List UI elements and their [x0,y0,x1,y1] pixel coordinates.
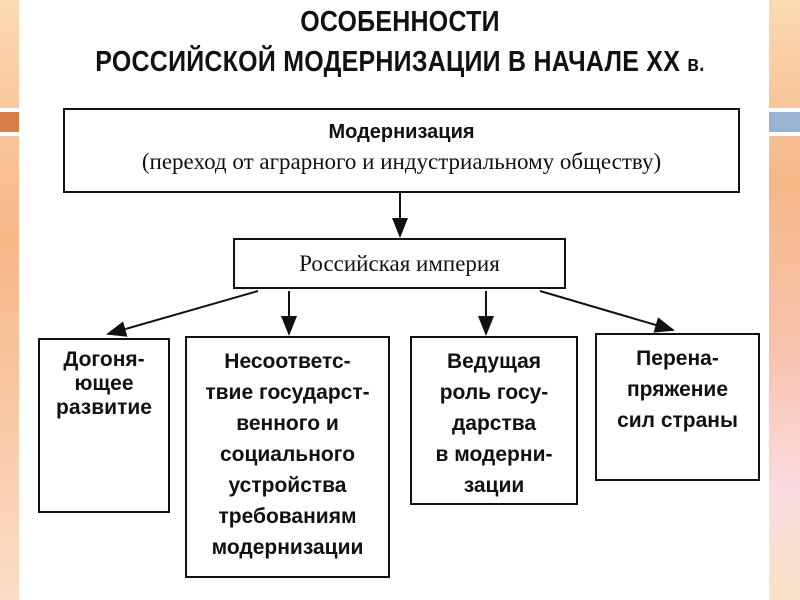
modernization-heading: Модернизация [328,121,475,143]
feature-text: Перена- пряжение сил страны [617,347,738,432]
title-line-2: РОССИЙСКОЙ МОДЕРНИЗАЦИИ В НАЧАЛЕ XX в. [82,46,718,79]
title-suffix: в. [687,51,705,76]
russian-empire-text: Российская империя [299,251,500,276]
feature-text: Несоответс- твие государст- венного и со… [205,350,370,559]
feature-text: Ведущая роль госу- дарства в модерни- за… [435,350,553,497]
modernization-box: Модернизация (переход от аграрного и инд… [63,108,740,193]
title-main: РОССИЙСКОЙ МОДЕРНИЗАЦИИ В НАЧАЛЕ XX [95,46,681,78]
feature-text: Догоня- ющее развитие [56,348,152,419]
left-decor-strip [0,0,19,600]
feature-box-catching-up: Догоня- ющее развитие [38,338,170,513]
modernization-text: (переход от аграрного и индустриальному … [141,149,662,174]
arrow-to-feature-4 [539,290,675,333]
russian-empire-box: Российская империя [233,238,566,289]
feature-box-overstrain: Перена- пряжение сил страны [595,333,760,481]
arrow-to-feature-1 [106,290,259,337]
title-line-1: ОСОБЕННОСТИ [300,6,500,38]
feature-box-mismatch: Несоответс- твие государст- венного и со… [185,336,390,578]
right-decor-strip [769,0,800,600]
feature-box-state-role: Ведущая роль госу- дарства в модерни- за… [410,336,578,505]
